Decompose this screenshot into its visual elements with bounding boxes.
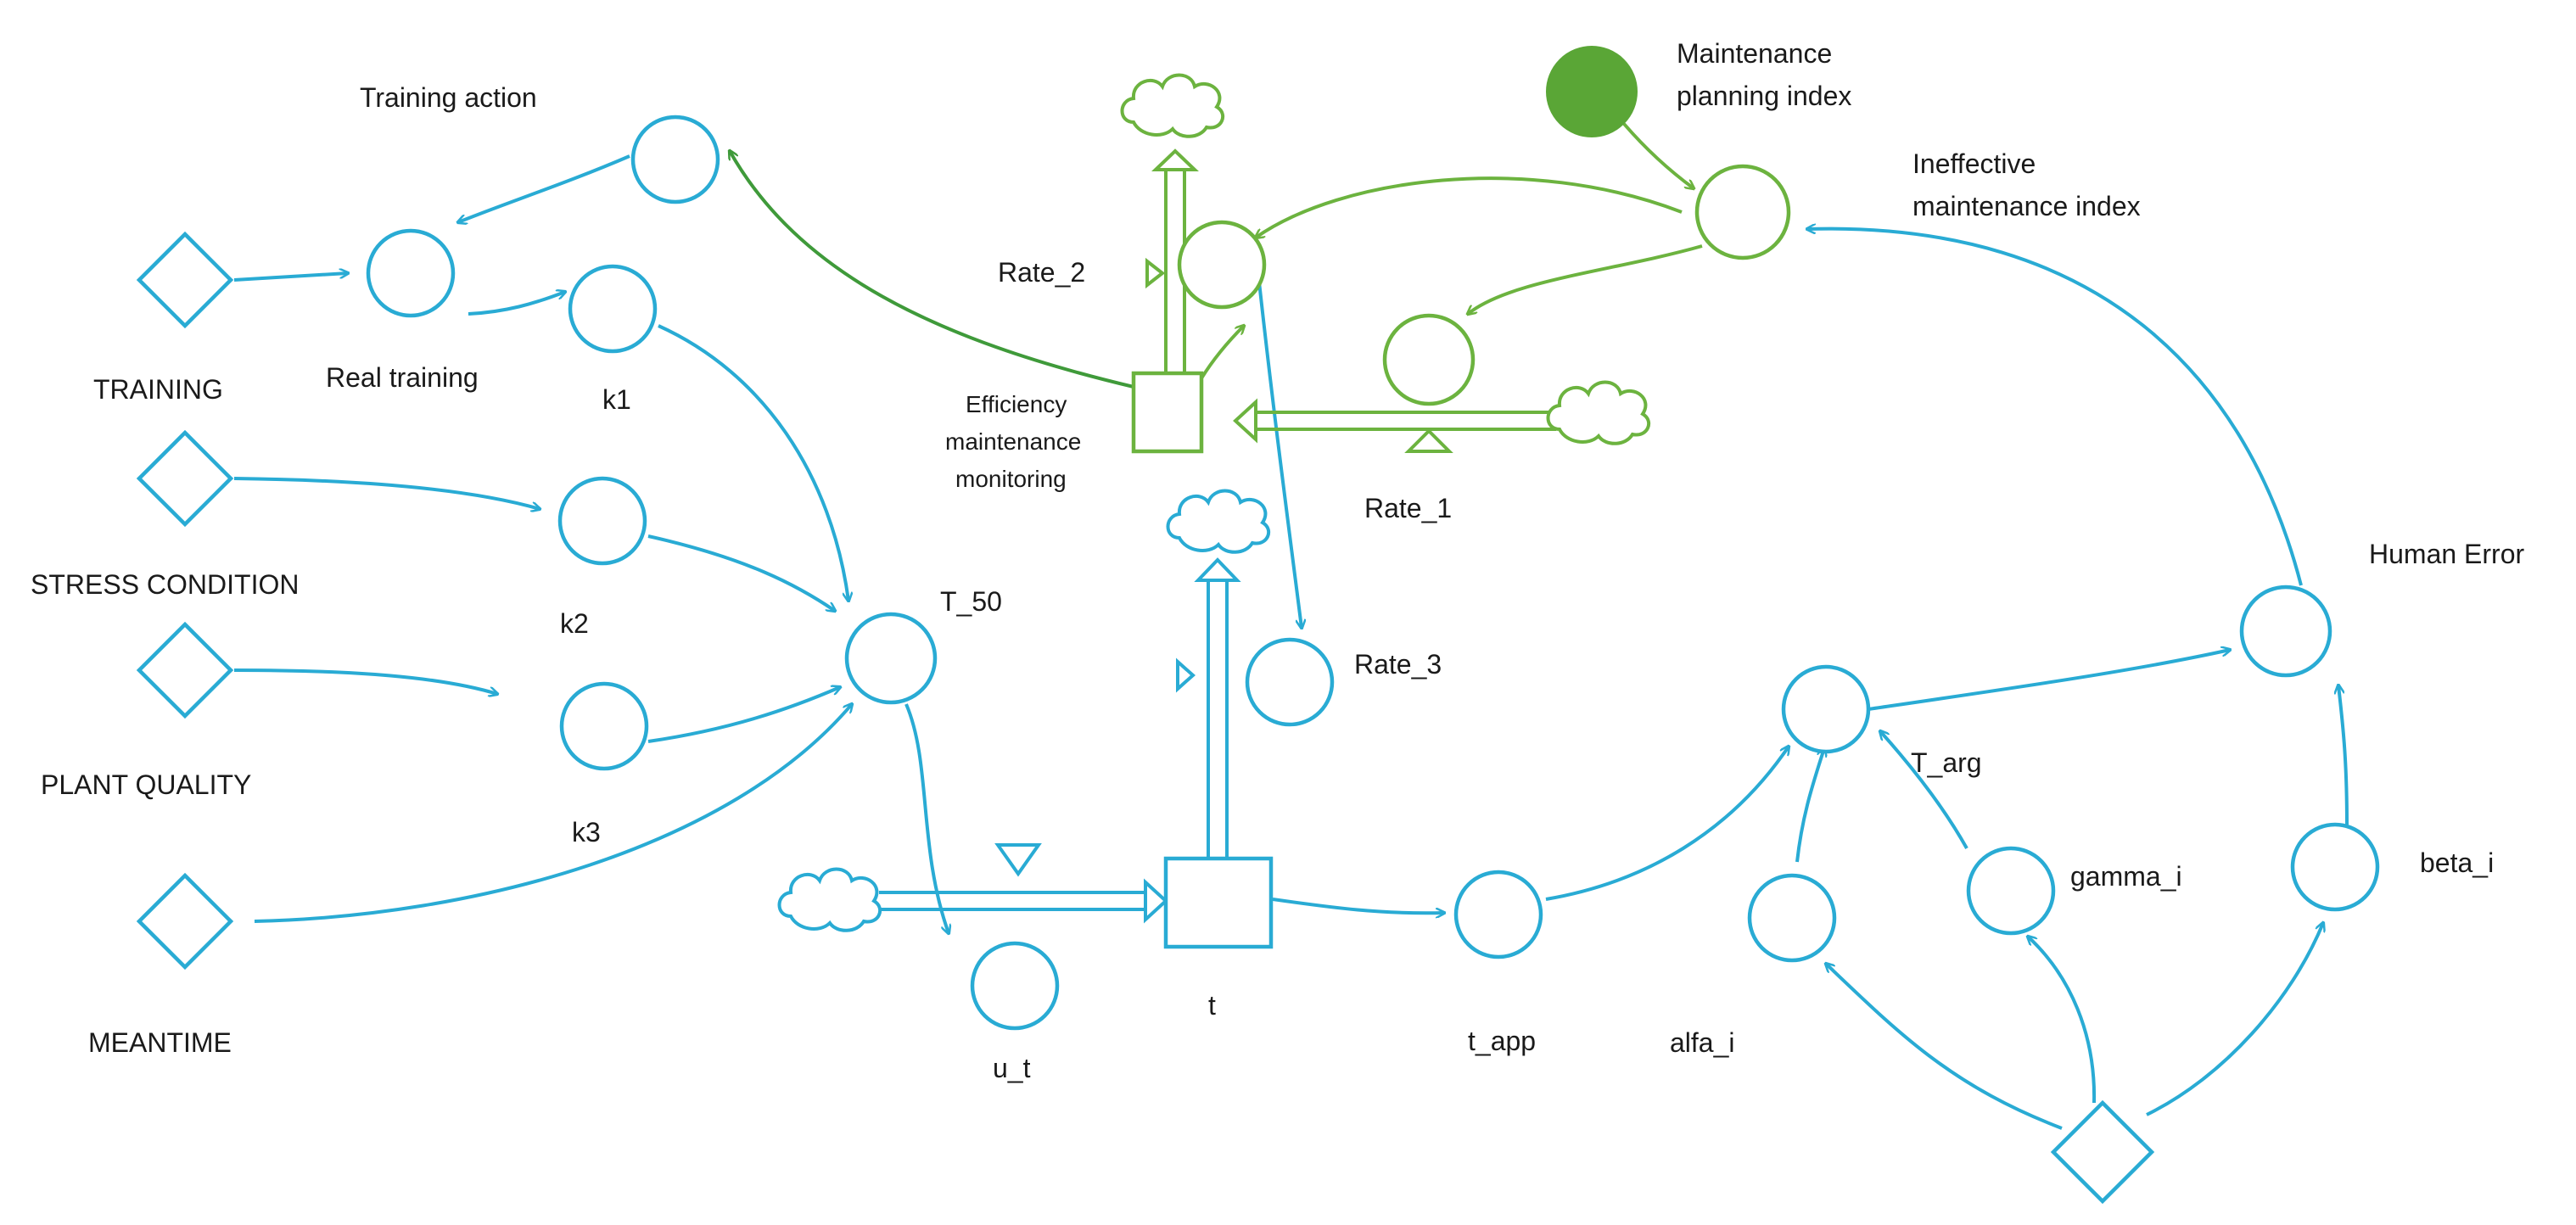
link-training-realtraining: [233, 273, 348, 282]
cloud-icon: [1120, 73, 1225, 138]
label-tapp: t_app: [1468, 1026, 1536, 1056]
label-maintenance-line1: Maintenance: [1677, 38, 1832, 69]
node-gamma-i: [1966, 846, 2056, 936]
blue-links: [233, 154, 2349, 1130]
green-links: [730, 122, 1703, 389]
node-beta-i: [2290, 822, 2380, 912]
label-k3: k3: [572, 817, 601, 847]
blue-pipes: [879, 557, 1241, 924]
label-rate2: Rate_2: [998, 257, 1085, 288]
valve-rate1-icon: [1404, 428, 1453, 453]
link-diamond-alfa: [1826, 964, 2063, 1130]
diamond-meantime: [136, 872, 234, 970]
node-k3: [559, 681, 649, 771]
label-training-action: Training action: [360, 82, 537, 113]
node-k1: [568, 264, 658, 354]
label-k1: k1: [602, 384, 631, 415]
link-humanerror-ineffective: [1807, 229, 2303, 586]
node-rate3: [1245, 637, 1335, 727]
label-alfa-i: alfa_i: [1670, 1027, 1735, 1058]
link-rate2-rate3: [1256, 266, 1302, 628]
stock-t: [1163, 856, 1274, 949]
link-t50-ut: [904, 703, 949, 933]
label-human-error: Human Error: [2369, 539, 2525, 569]
label-t50: T_50: [940, 586, 1002, 617]
label-training: TRAINING: [93, 374, 223, 405]
label-real-training: Real training: [326, 362, 479, 393]
link-beta-humanerror: [2338, 685, 2349, 825]
node-rate1: [1382, 313, 1476, 406]
diamond-plant-quality: [136, 621, 234, 719]
link-diamond-gamma: [2028, 937, 2097, 1104]
diamond-stress-condition: [136, 429, 234, 528]
diamond-parameters: [2050, 1099, 2155, 1205]
link-ineffective-rate1: [1468, 244, 1703, 314]
flow-arrowhead-right: [1144, 878, 1168, 924]
link-gamma-targ: [1880, 731, 1968, 849]
link-targ-humanerror: [1868, 650, 2230, 711]
label-stress-condition: STRESS CONDITION: [31, 569, 299, 600]
flow-arrowhead-left: [1233, 398, 1257, 444]
link-diamond-beta: [2146, 923, 2323, 1116]
label-efficiency-line1: Efficiency: [966, 391, 1067, 417]
flow-arrowhead-up-blue: [1194, 557, 1241, 582]
node-real-training: [366, 228, 456, 318]
valve-rate3-icon: [1176, 657, 1196, 693]
label-meantime: MEANTIME: [88, 1027, 232, 1058]
cloud-icon: [1546, 380, 1651, 445]
link-maintenance-ineffective: [1622, 122, 1694, 188]
node-ut: [970, 941, 1060, 1031]
link-trainingaction-realtraining: [458, 154, 630, 222]
node-t50: [844, 612, 938, 705]
link-stress-k2: [233, 477, 540, 509]
link-k3-t50: [647, 687, 840, 743]
node-rate2: [1177, 220, 1267, 310]
label-efficiency-line3: monitoring: [955, 466, 1067, 492]
label-t: t: [1208, 990, 1216, 1021]
label-ineffective-line1: Ineffective: [1912, 148, 2036, 179]
diamond-training: [136, 231, 234, 329]
cloud-icon: [1166, 489, 1271, 554]
node-maintenance-planning-index: [1546, 46, 1638, 137]
node-alfa-i: [1747, 873, 1837, 963]
green-pipes: [1145, 148, 1556, 453]
label-beta-i: beta_i: [2420, 847, 2494, 878]
label-rate1: Rate_1: [1364, 493, 1452, 523]
link-meantime-t50: [254, 704, 852, 923]
flow-arrowhead-up: [1151, 148, 1199, 171]
link-realtraining-k1: [468, 292, 565, 316]
valve-ut-icon: [994, 843, 1042, 877]
link-plantquality-k3: [233, 668, 497, 694]
node-training-action: [630, 115, 720, 204]
label-k2: k2: [560, 608, 589, 639]
link-alfa-targ: [1795, 748, 1824, 863]
label-gamma-i: gamma_i: [2070, 861, 2182, 892]
link-k2-t50: [647, 534, 835, 611]
label-ineffective-line2: maintenance index: [1912, 191, 2141, 221]
label-targ: T_arg: [1911, 747, 1982, 778]
link-ineffective-rate2: [1256, 176, 1683, 238]
link-t-tapp: [1272, 898, 1444, 913]
link-k1-t50: [658, 324, 848, 601]
label-ut: u_t: [993, 1053, 1031, 1083]
node-k2: [557, 476, 647, 566]
node-ineffective-maintenance-index: [1694, 164, 1791, 260]
label-plant-quality: PLANT QUALITY: [41, 769, 251, 800]
link-efficiency-trainingaction: [730, 151, 1134, 389]
node-targ: [1781, 664, 1871, 754]
link-efficiency-rate2: [1200, 326, 1244, 380]
label-rate3: Rate_3: [1354, 649, 1442, 680]
valve-rate2-icon: [1145, 257, 1166, 289]
link-tapp-targ: [1545, 747, 1789, 901]
stock-efficiency-maintenance-monitoring: [1131, 371, 1204, 454]
cloud-icon: [777, 867, 882, 932]
node-human-error: [2239, 585, 2332, 678]
node-tapp: [1453, 870, 1543, 959]
label-efficiency-line2: maintenance: [945, 428, 1081, 455]
label-maintenance-line2: planning index: [1677, 81, 1851, 111]
